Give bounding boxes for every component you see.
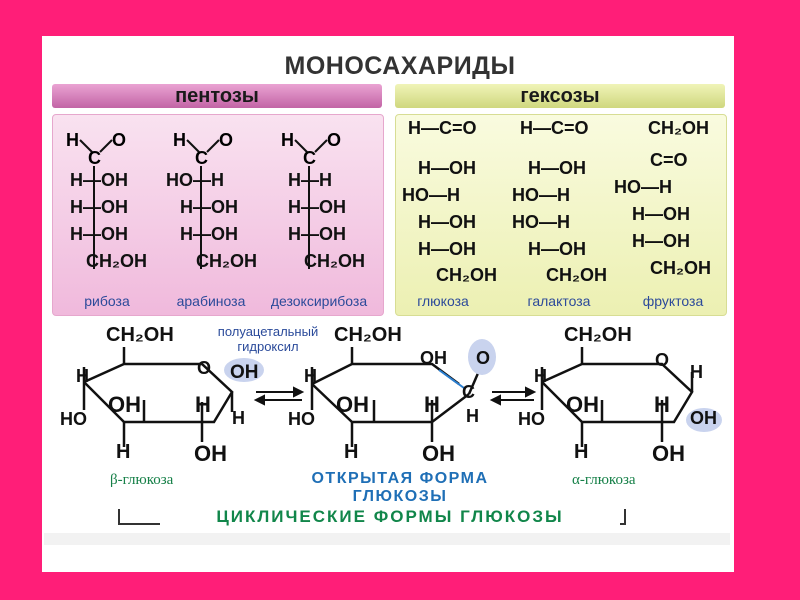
arabinose-row-1: HO—H <box>166 170 224 190</box>
svg-text:H: H <box>66 130 79 150</box>
glucose-row-3: H—OH <box>418 212 476 232</box>
beta-ring-o: O <box>197 358 212 378</box>
svg-text:C: C <box>195 148 208 168</box>
glucose-row-2: HO—H <box>402 185 460 205</box>
hexoses-panel <box>395 114 727 316</box>
alpha-oh-3: OH <box>566 392 599 417</box>
open-aldehyde-o: O <box>476 348 491 368</box>
galactose-row-4: H—OH <box>528 239 586 259</box>
alpha-oh-2: OH <box>652 441 685 466</box>
glucose-name: глюкоза <box>417 293 469 309</box>
hydroxyl-highlight-beta <box>224 358 264 382</box>
deoxyribose-row-3: H—OH <box>288 224 346 244</box>
svg-text:H: H <box>281 130 294 150</box>
open-ho-4: HO <box>288 409 315 429</box>
deoxyribose-row-4: CH₂OH <box>304 251 365 271</box>
galactose-row-1: H—OH <box>528 158 586 178</box>
ribose-structure: H C O <box>66 130 126 269</box>
fructose-row-1: C=O <box>650 150 688 170</box>
hydroxyl-highlight-alpha <box>686 408 722 432</box>
fructose-row-5: CH₂OH <box>650 258 711 278</box>
beta-ch2oh: CH₂OH <box>106 324 174 346</box>
ribose-row-3: H—OH <box>70 224 128 244</box>
svg-text:H: H <box>173 130 186 150</box>
hydroxyl-pointer-arrow <box>438 369 465 389</box>
glucose-top: H—C=O <box>408 118 477 138</box>
glucose-row-5: CH₂OH <box>436 265 497 285</box>
fructose-top: CH₂OH <box>648 118 709 138</box>
galactose-top: H—C=O <box>520 118 589 138</box>
alpha-ch2oh: CH₂OH <box>564 324 632 346</box>
glucose-row-4: H—OH <box>418 239 476 259</box>
open-h-4: H <box>304 366 317 386</box>
deoxyribose-row-2: H—OH <box>288 197 346 217</box>
alpha-h-2: H <box>654 392 670 417</box>
cyclic-forms-title: ЦИКЛИЧЕСКИЕ ФОРМЫ ГЛЮКОЗЫ <box>160 507 620 527</box>
open-h-2: H <box>424 392 440 417</box>
ribose-name: рибоза <box>84 293 130 309</box>
page-title: МОНОСАХАРИДЫ <box>284 52 516 80</box>
fructose-row-2: HO—H <box>614 177 672 197</box>
aldehyde-highlight <box>468 339 496 375</box>
deoxyribose-structure: H C O <box>281 130 341 269</box>
open-h-1: H <box>466 406 479 426</box>
arabinose-row-2: H—OH <box>180 197 238 217</box>
beta-glucose-label: β-глюкоза <box>110 472 174 488</box>
ribose-row-1: H—OH <box>70 170 128 190</box>
deoxyribose-row-1: H—H <box>288 170 332 190</box>
galactose-row-5: CH₂OH <box>546 265 607 285</box>
alpha-h-4: H <box>534 366 547 386</box>
ribose-row-4: CH₂OH <box>86 251 147 271</box>
alpha-glucose-ring <box>540 347 694 447</box>
svg-text:O: O <box>327 130 341 150</box>
beta-h-3: H <box>116 441 131 463</box>
beta-glucose-ring <box>82 347 234 447</box>
svg-text:C: C <box>88 148 101 168</box>
ribose-row-2: H—OH <box>70 197 128 217</box>
pentoses-header: пентозы <box>52 84 382 108</box>
beta-h-1: H <box>232 408 245 428</box>
open-oh-2: OH <box>422 441 455 466</box>
beta-ho-4: HO <box>60 409 87 429</box>
footer-strip <box>44 533 730 545</box>
alpha-h-1: H <box>690 362 703 382</box>
glucose-forms-diagram <box>82 339 722 447</box>
beta-h-4: H <box>76 366 89 386</box>
alpha-h-3: H <box>574 441 589 463</box>
svg-text:O: O <box>219 130 233 150</box>
open-ch2oh: CH₂OH <box>334 324 402 346</box>
hydroxyl-note: полуацетальный гидроксил <box>217 324 319 354</box>
arabinose-row-4: CH₂OH <box>196 251 257 271</box>
fructose-row-3: H—OH <box>632 204 690 224</box>
arabinose-name: арабиноза <box>176 293 246 309</box>
beta-oh-3: OH <box>108 392 141 417</box>
arabinose-row-3: H—OH <box>180 224 238 244</box>
alpha-oh-1: OH <box>690 408 717 428</box>
glucose-row-1: H—OH <box>418 158 476 178</box>
deoxyribose-name: дезоксирибоза <box>270 293 368 309</box>
pentose-structures: H C O H C O H C O <box>66 130 341 269</box>
pentoses-panel <box>52 114 384 316</box>
galactose-row-3: HO—H <box>512 212 570 232</box>
equilibrium-arrows <box>253 386 537 406</box>
fructose-name: фруктоза <box>642 293 704 309</box>
open-form-label: ОТКРЫТАЯ ФОРМА ГЛЮКОЗЫ <box>311 470 489 505</box>
arabinose-structure: H C O <box>173 130 233 269</box>
fructose-row-4: H—OH <box>632 231 690 251</box>
svg-text:O: O <box>112 130 126 150</box>
open-oh-5: OH <box>420 348 447 368</box>
alpha-ho-4: HO <box>518 409 545 429</box>
galactose-row-2: HO—H <box>512 185 570 205</box>
svg-text:C: C <box>303 148 316 168</box>
alpha-ring-o: O <box>655 350 670 370</box>
galactose-name: галактоза <box>527 293 591 309</box>
hexoses-header: гексозы <box>395 84 725 108</box>
open-h-3: H <box>344 441 359 463</box>
open-oh-3: OH <box>336 392 369 417</box>
beta-oh-2: OH <box>194 441 227 466</box>
beta-h-2: H <box>195 392 211 417</box>
beta-oh-1: OH <box>230 362 259 383</box>
open-aldehyde-c: C <box>462 382 475 402</box>
alpha-glucose-label: α-глюкоза <box>572 472 636 488</box>
